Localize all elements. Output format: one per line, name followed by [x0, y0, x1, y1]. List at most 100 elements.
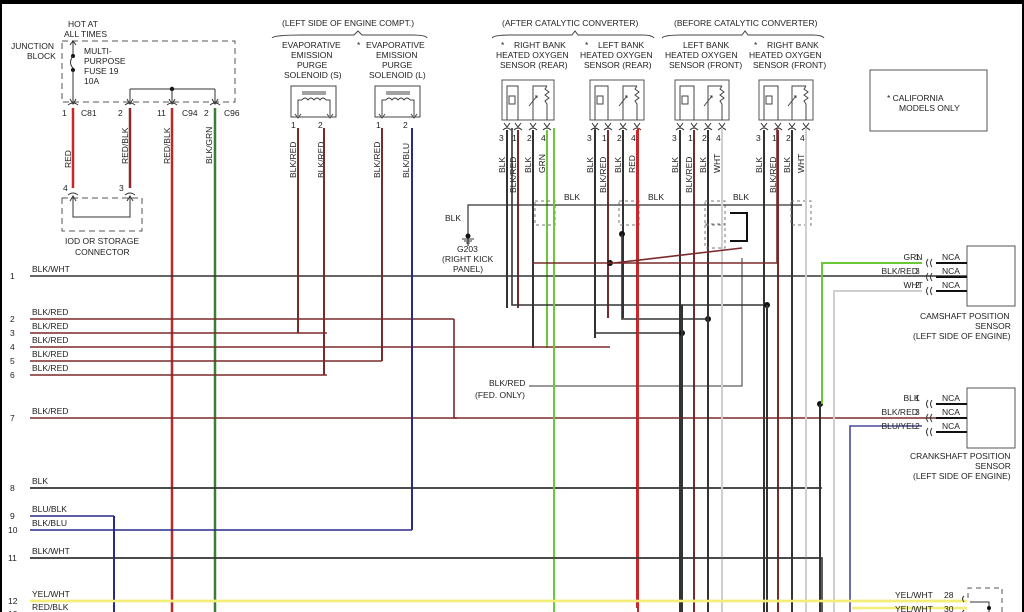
- terminal-arrow: [788, 122, 796, 128]
- sensor-label-2: HEATED OXYGEN: [665, 50, 738, 60]
- sensor-pin-wire-label: BLK: [904, 393, 920, 403]
- sensor-pin-wire-label: BLU/YEL: [882, 421, 917, 431]
- diagram-canvas: HOT AT ALL TIMES JUNCTION BLOCK MULTI- P…: [8, 18, 1016, 612]
- br-pin-30: 30: [944, 604, 954, 612]
- variable-resistor-icon: [787, 95, 797, 107]
- solenoid-s-pin2: 2: [318, 120, 323, 130]
- row2-wire-route: [453, 319, 967, 419]
- junction-label-2: BLOCK: [27, 51, 56, 61]
- sensor-pin-2: 2: [617, 133, 622, 143]
- thermistor-lead: [707, 85, 722, 120]
- row-number-6: 6: [10, 370, 15, 380]
- solenoid-s-l4: SOLENOID (S): [284, 70, 342, 80]
- sensor-wire-label: BLK: [754, 157, 764, 173]
- sensor-label-3: SENSOR (REAR): [584, 60, 652, 70]
- solenoid-l-l3: PURGE: [382, 60, 413, 70]
- row-wire-label-8: BLK: [32, 476, 48, 486]
- br-wire-28: YEL/WHT: [895, 590, 933, 600]
- sensor-cell: [596, 95, 604, 105]
- sensor-wire-label: BLK: [782, 157, 792, 173]
- sensor-pin-number: 1: [915, 393, 920, 403]
- engine-compt-group: (LEFT SIDE OF ENGINE COMPT.) EVAPORATIVE…: [271, 18, 428, 178]
- pin-2a: 2: [118, 108, 123, 118]
- thermistor-lead: [791, 85, 806, 120]
- solenoid-l-l4: SOLENOID (L): [369, 70, 426, 80]
- sensor-wire-label: BLK/RED: [598, 157, 608, 193]
- sensor-label-2: HEATED OXYGEN: [496, 50, 569, 60]
- splice-pack-2: [704, 200, 726, 226]
- sensor-box: [589, 79, 645, 121]
- iod-label-2: CONNECTOR: [75, 247, 130, 257]
- terminal-arrow: [514, 122, 522, 128]
- sensor-label-3: SENSOR (FRONT): [753, 60, 826, 70]
- terminal-arrow: [704, 122, 712, 128]
- row-number-7: 7: [10, 413, 15, 423]
- row-number-8: 8: [10, 483, 15, 493]
- fed-only-wire: [529, 258, 743, 387]
- row-wire-label-11: BLK/WHT: [32, 546, 70, 556]
- resistor-icon: [803, 85, 809, 120]
- oxygen-sensors: * RIGHT BANK HEATED OXYGEN SENSOR (REAR) 3BL…: [496, 40, 826, 612]
- iod-pin-3: 3: [119, 183, 124, 193]
- terminal-arrow: [802, 122, 810, 128]
- solenoid-l-star: *: [357, 40, 361, 50]
- sensor-pin-1: 1: [512, 133, 517, 143]
- power-label-1: HOT AT: [68, 19, 98, 29]
- junction-label-1: JUNCTION: [11, 41, 54, 51]
- resistor-icon: [634, 85, 640, 120]
- ground-g203: BLK G203 (RIGHT KICK PANEL): [442, 204, 522, 274]
- connector-terminals: [67, 98, 221, 106]
- row-number-10: 10: [8, 525, 18, 535]
- sensor-pin-1: 1: [772, 133, 777, 143]
- row-number-2: 2: [10, 314, 15, 324]
- resistor-icon: [719, 85, 725, 120]
- solenoid-l-l1: EVAPORATIVE: [366, 40, 425, 50]
- conn-c96: C96: [224, 108, 240, 118]
- wire-label-blk-grn: BLK/GRN: [204, 127, 214, 164]
- sensor-pin-nca: NCA: [942, 393, 960, 403]
- ground-label-1: (RIGHT KICK: [442, 254, 494, 264]
- cam-grn-wire: [821, 262, 922, 404]
- solenoid-l-icon: [374, 85, 421, 119]
- terminal-icon: [759, 127, 769, 131]
- sensor-box: [501, 79, 555, 121]
- sensor-label-3: SENSOR (FRONT): [669, 60, 742, 70]
- sensor-label-1: RIGHT BANK: [767, 40, 819, 50]
- terminal-arrow: [676, 122, 684, 128]
- sensor-pin-number: 3: [915, 266, 920, 276]
- sensor-star: *: [585, 40, 589, 50]
- row-wire-label-2: BLK/RED: [32, 307, 68, 317]
- row11-wire: [30, 557, 823, 612]
- terminal-icon: [528, 127, 538, 131]
- sensor-pin-3: 3: [587, 133, 592, 143]
- sensor-wire-label: BLK: [523, 157, 533, 173]
- jumper-wire: [730, 212, 748, 242]
- sensor-label-1: LEFT BANK: [598, 40, 644, 50]
- splice-label-blk-2: BLK: [648, 192, 664, 202]
- br-wire-30: YEL/WHT: [895, 604, 933, 612]
- heater-element: [506, 85, 519, 120]
- crankshaft-l3: (LEFT SIDE OF ENGINE): [913, 471, 1011, 481]
- sensor-wire-label: BLK/RED: [768, 157, 778, 193]
- fuse-label-3: FUSE 19: [84, 66, 119, 76]
- row-wire-label-5: BLK/RED: [32, 349, 68, 359]
- row-number-13: 13: [8, 609, 18, 612]
- connector-icon: [926, 272, 933, 282]
- row-number-4: 4: [10, 342, 15, 352]
- connector-icon: [926, 258, 933, 268]
- splice-label-blk-3: BLK: [733, 192, 749, 202]
- sensor-pin-nca: NCA: [942, 280, 960, 290]
- terminal-icon: [773, 127, 783, 131]
- terminal-icon: [618, 127, 628, 131]
- terminal-icon: [675, 127, 685, 131]
- conn-c94: C94: [182, 108, 198, 118]
- terminal-arrow: [529, 122, 537, 128]
- camshaft-l3: (LEFT SIDE OF ENGINE): [913, 331, 1011, 341]
- variable-resistor-icon: [528, 95, 538, 107]
- wire-label-red-blk-2: RED/BLK: [162, 127, 172, 164]
- terminal-arrow: [543, 122, 551, 128]
- sensor-pin-nca: NCA: [942, 407, 960, 417]
- sensor-pin-wire-label: WHT: [904, 280, 923, 290]
- sensor-box: [758, 79, 814, 121]
